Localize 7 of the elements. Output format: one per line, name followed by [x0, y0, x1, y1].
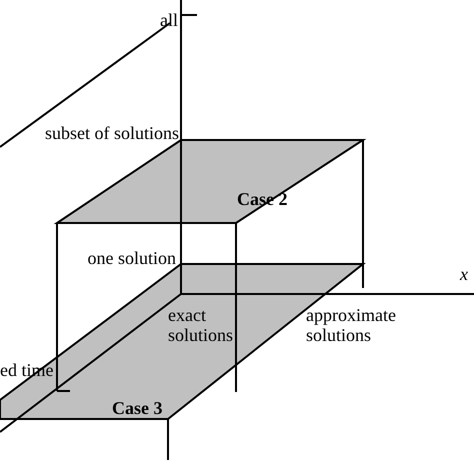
case-label: Case 3	[112, 398, 162, 418]
axis-label: x	[460, 264, 468, 284]
axis-label: subset of solutions	[44, 123, 179, 143]
axis-label: all	[160, 10, 178, 30]
axis-label: exact solutions	[168, 305, 234, 345]
axis-label: one solution	[88, 248, 176, 268]
axis-label: approximate solutions	[306, 305, 397, 345]
